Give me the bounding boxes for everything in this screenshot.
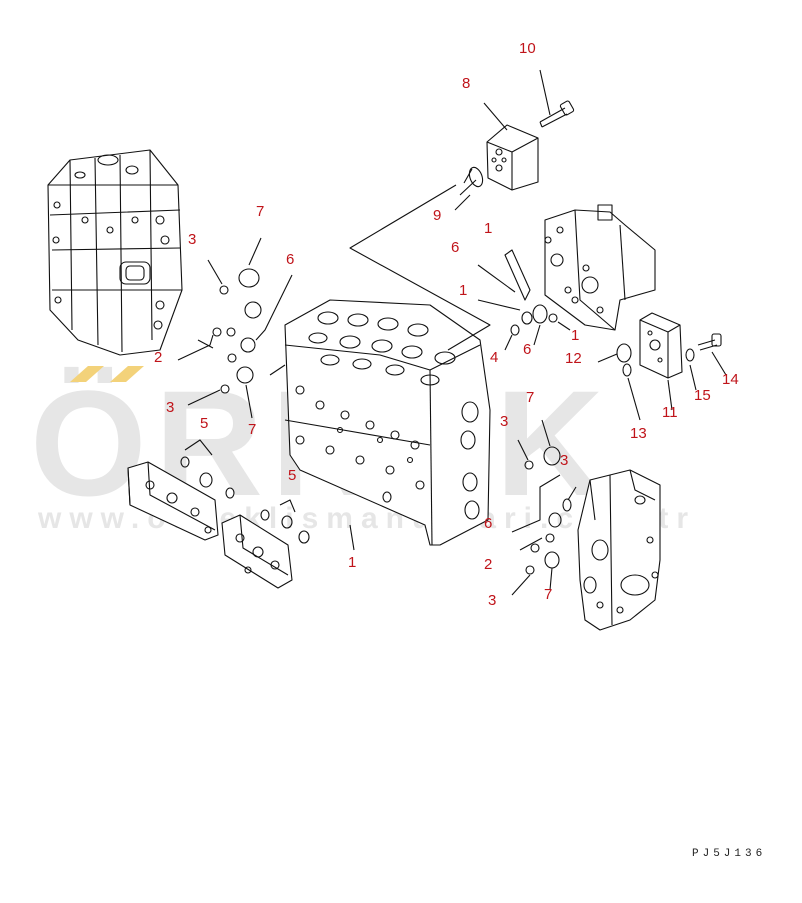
cover-5-lower <box>221 514 293 589</box>
callout-6-left: 6 <box>286 251 295 268</box>
solenoid-block <box>483 102 539 191</box>
callout-14: 14 <box>722 371 739 388</box>
watermark-accent-left <box>70 366 104 382</box>
orings-12-13 <box>597 343 641 421</box>
left-seal-group <box>177 237 293 419</box>
callout-9: 9 <box>433 207 442 224</box>
callout-13: 13 <box>630 425 647 442</box>
callout-2-left: 2 <box>154 349 163 366</box>
item9-frame <box>349 184 491 351</box>
callout-7-right-upper: 7 <box>526 389 535 406</box>
callout-2-right: 2 <box>484 556 493 573</box>
seal-group-5 <box>180 439 392 551</box>
callout-1-right: 1 <box>571 327 580 344</box>
callout-11: 11 <box>662 404 678 421</box>
callout-6-right: 6 <box>523 341 532 358</box>
callout-5-upper: 5 <box>200 415 209 432</box>
callout-1-upper-right: 1 <box>484 220 493 237</box>
right-small-parts <box>477 249 571 351</box>
plug-9 <box>454 166 484 211</box>
callout-8: 8 <box>462 75 471 92</box>
callout-1-center: 1 <box>459 282 468 299</box>
right-top-valve <box>544 204 656 331</box>
right-valve-section <box>577 469 661 631</box>
right-seal-group <box>511 419 577 596</box>
callout-15: 15 <box>694 387 711 404</box>
callout-6-bottom-right: 6 <box>484 515 493 532</box>
bolt-14 <box>697 333 727 376</box>
callout-1-bottom-center: 1 <box>348 554 357 571</box>
callout-4: 4 <box>490 349 499 366</box>
drawing-code: PJ5J136 <box>692 848 767 860</box>
callout-7-mid-left: 7 <box>248 421 257 438</box>
callout-12: 12 <box>565 350 582 367</box>
main-valve-body <box>269 299 491 546</box>
callout-6-center: 6 <box>451 239 460 256</box>
callout-5-lower: 5 <box>288 467 297 484</box>
cover-5-upper <box>127 461 219 541</box>
callout-3-bottom-right: 3 <box>488 592 497 609</box>
washer-15 <box>685 348 697 391</box>
callout-7-top-left: 7 <box>256 203 265 220</box>
watermark-accent-right <box>110 366 144 382</box>
callout-10: 10 <box>519 40 536 57</box>
callout-7-bottom-right: 7 <box>544 586 553 603</box>
cover-11 <box>639 312 683 411</box>
left-valve-section <box>47 149 183 356</box>
callout-3-mid-left: 3 <box>166 399 175 416</box>
callout-3-right-mid: 3 <box>560 452 569 469</box>
callout-3-right-upper: 3 <box>500 413 509 430</box>
callout-3-top-left: 3 <box>188 231 197 248</box>
bolt-10 <box>539 69 575 128</box>
